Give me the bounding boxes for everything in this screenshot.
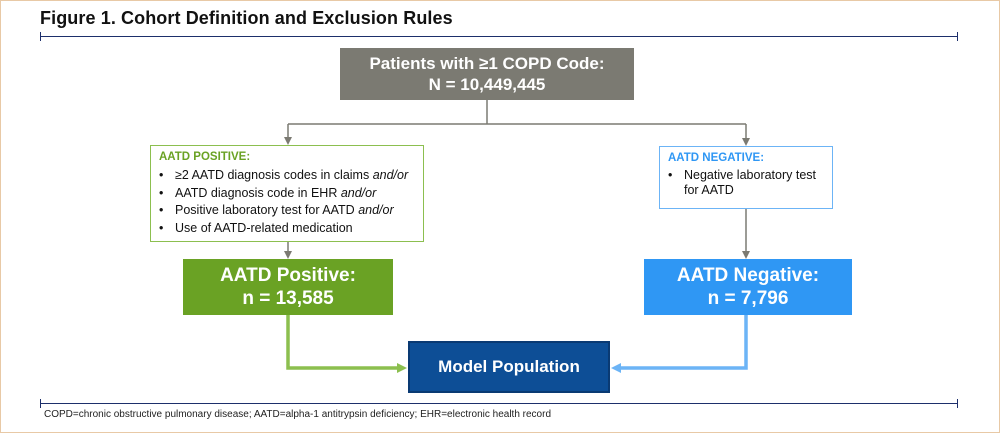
model-population-label: Model Population xyxy=(438,357,580,376)
negative-criteria-list: • Negative laboratory test for AATD xyxy=(668,168,824,198)
positive-criteria-text: ≥2 AATD diagnosis codes in claims xyxy=(175,168,373,182)
positive-criteria-item: • AATD diagnosis code in EHR and/or xyxy=(159,185,415,203)
aatd-positive-label: AATD Positive: xyxy=(220,265,356,286)
bullet-icon: • xyxy=(668,168,673,182)
top-rule xyxy=(40,32,958,41)
bottom-rule-left-cap xyxy=(40,399,41,408)
positive-criteria-text: AATD diagnosis code in EHR xyxy=(175,185,341,200)
positive-criteria-heading: AATD POSITIVE: xyxy=(159,151,251,163)
model-population-box: Model Population xyxy=(408,341,610,393)
abbreviations-footnote: COPD=chronic obstructive pulmonary disea… xyxy=(44,409,552,420)
aatd-positive-count: n = 13,585 xyxy=(242,288,334,309)
top-rule-right-cap xyxy=(957,32,958,41)
bullet-icon: • xyxy=(159,168,164,182)
positive-criteria-qualifier: and/or xyxy=(340,185,377,200)
aatd-negative-label: AATD Negative: xyxy=(676,265,820,286)
negative-criteria-box: AATD NEGATIVE: • Negative laboratory tes… xyxy=(659,146,833,209)
negative-criteria-heading: AATD NEGATIVE: xyxy=(668,152,765,164)
positive-criteria-qualifier: and/or xyxy=(358,203,394,217)
positive-criteria-list: • ≥2 AATD diagnosis codes in claims and/… xyxy=(159,167,415,237)
root-cohort-box: Patients with ≥1 COPD Code: N = 10,449,4… xyxy=(340,48,634,100)
top-rule-left-cap xyxy=(40,32,41,41)
root-cohort-label: Patients with ≥1 COPD Code: xyxy=(369,54,605,73)
figure-title: Figure 1. Cohort Definition and Exclusio… xyxy=(40,8,453,28)
positive-criteria-text: Use of AATD-related medication xyxy=(175,220,353,235)
aatd-positive-box: AATD Positive: n = 13,585 xyxy=(183,259,393,315)
bottom-rule-right-cap xyxy=(957,399,958,408)
positive-criteria-item: • Positive laboratory test for AATD and/… xyxy=(159,202,415,220)
positive-criteria-box: AATD POSITIVE: • ≥2 AATD diagnosis codes… xyxy=(150,145,424,242)
positive-criteria-text: Positive laboratory test for AATD xyxy=(175,203,359,217)
positive-to-model-arrow xyxy=(286,315,407,373)
positive-criteria-qualifier: and/or xyxy=(372,168,409,182)
positive-criteria-item: • ≥2 AATD diagnosis codes in claims and/… xyxy=(159,167,415,185)
bullet-icon: • xyxy=(159,203,164,217)
aatd-negative-box: AATD Negative: n = 7,796 xyxy=(644,259,852,315)
bullet-icon: • xyxy=(159,220,164,235)
bullet-icon: • xyxy=(159,185,164,200)
root-cohort-count: N = 10,449,445 xyxy=(428,75,546,94)
negative-to-model-arrow xyxy=(611,315,748,373)
positive-criteria-item: • Use of AATD-related medication xyxy=(159,220,415,238)
negative-criteria-text-line2: for AATD xyxy=(684,183,734,197)
aatd-negative-count: n = 7,796 xyxy=(707,288,789,309)
bottom-rule xyxy=(40,399,958,408)
negative-criteria-item: • Negative laboratory test for AATD xyxy=(668,168,824,198)
negative-criteria-text-line1: Negative laboratory test xyxy=(684,168,817,182)
